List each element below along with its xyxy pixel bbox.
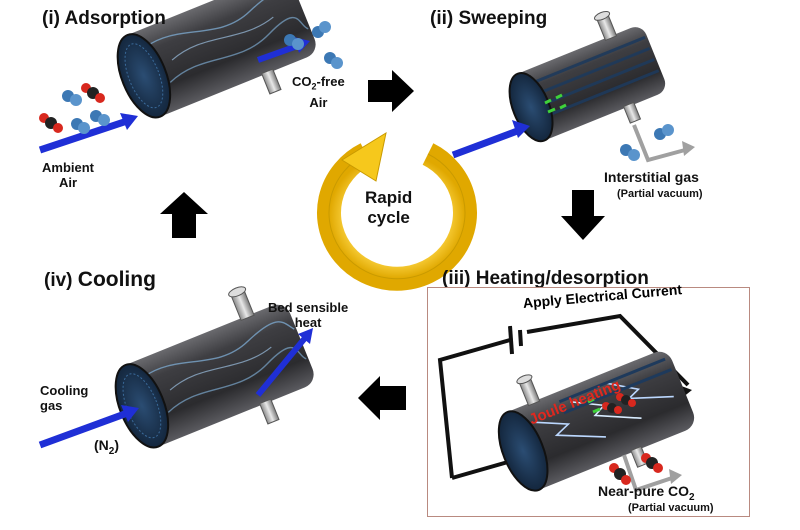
stage-title-cooling: (iv) Cooling [44, 268, 156, 292]
bottom-port [258, 398, 280, 425]
n2-molecule [654, 124, 674, 140]
battery-symbol [508, 325, 523, 355]
process-arrow-down [561, 190, 605, 240]
stage-title-cooling-number: (iv) [44, 270, 73, 291]
heating-stage-frame [427, 287, 750, 517]
exhaust-arrow-head [669, 469, 682, 484]
inlet-arrow-head [120, 113, 138, 130]
cycle-ring-arrow-head [341, 131, 387, 182]
fiber-face [116, 33, 172, 119]
stage-title-sweeping: (ii) Sweeping [430, 8, 548, 29]
sweeping-vacuum-note: (Partial vacuum) [617, 188, 703, 200]
inlet-arrow-head [512, 120, 530, 138]
cycle-ring [317, 143, 477, 291]
n2-suffix: ) [114, 437, 120, 453]
exhaust-arrow [622, 454, 673, 493]
n2-molecule [312, 21, 331, 38]
heating-contactor [497, 351, 695, 492]
outlet-arrow-head [298, 328, 313, 344]
fiber-face [497, 410, 549, 492]
co2-free-subscript: 2 [311, 81, 317, 92]
sorbate-marker [587, 397, 601, 414]
heating-vacuum-note: (Partial vacuum) [628, 502, 714, 514]
n2-molecule [324, 52, 343, 69]
interstitial-gas-label: Interstitial gas [604, 169, 699, 185]
near-pure-prefix: Near-pure CO [598, 483, 690, 499]
n2-subscript: 2 [108, 445, 115, 457]
near-pure-subscript: 2 [689, 491, 695, 503]
outlet-arrow [256, 42, 302, 63]
bottom-port [622, 101, 642, 124]
inlet-arrow-head [121, 405, 139, 422]
inlet-arrow [38, 116, 132, 154]
outlet-arrow [255, 336, 308, 397]
n2-molecule [90, 110, 110, 126]
co2-free-line2: Air [309, 94, 328, 110]
co2-free-suffix: -free [316, 74, 345, 89]
tube-body [504, 351, 695, 489]
exhaust-arrow-head [682, 141, 695, 156]
cooling-gas-label: Cooling gas [40, 383, 89, 413]
stage-title-heating: (iii) Heating/desorption [442, 268, 649, 289]
inlet-arrow [38, 408, 132, 449]
co2-molecule [609, 463, 631, 485]
co2-molecule [602, 402, 622, 414]
n2-species-label: (N2) [94, 438, 119, 459]
n2-molecule [71, 118, 90, 134]
co2-molecule [81, 83, 105, 103]
co2-molecule [39, 113, 63, 133]
process-arrow-up [160, 192, 208, 238]
exhaust-arrow [632, 124, 686, 163]
rapid-cycle-label: Rapid cycle [365, 188, 413, 227]
sorbate-marker [544, 93, 567, 114]
bottom-port [260, 68, 282, 95]
co2-free-prefix: CO [292, 74, 312, 89]
stage-title-adsorption: (i) Adsorption [42, 8, 166, 29]
co2-molecule [641, 453, 663, 473]
n2-molecule [62, 90, 82, 106]
process-arrow-right [368, 70, 414, 112]
bed-sensible-heat-label: Bed sensible heat [268, 300, 349, 330]
n2-molecule [284, 34, 304, 50]
co2-free-air-label: CO2-free Air [292, 74, 345, 110]
stage-title-cooling-word: Cooling [77, 268, 156, 291]
adsorption-contactor [116, 0, 316, 119]
ambient-air-label: Ambient Air [42, 160, 94, 190]
n2-prefix: (N [94, 437, 109, 453]
cooling-contactor [114, 286, 314, 449]
near-pure-co2-label: Near-pure CO2 [598, 484, 695, 505]
inlet-arrow [451, 126, 522, 159]
n2-molecule [620, 144, 640, 161]
process-arrow-left [358, 376, 406, 420]
co2-molecule [616, 393, 636, 407]
